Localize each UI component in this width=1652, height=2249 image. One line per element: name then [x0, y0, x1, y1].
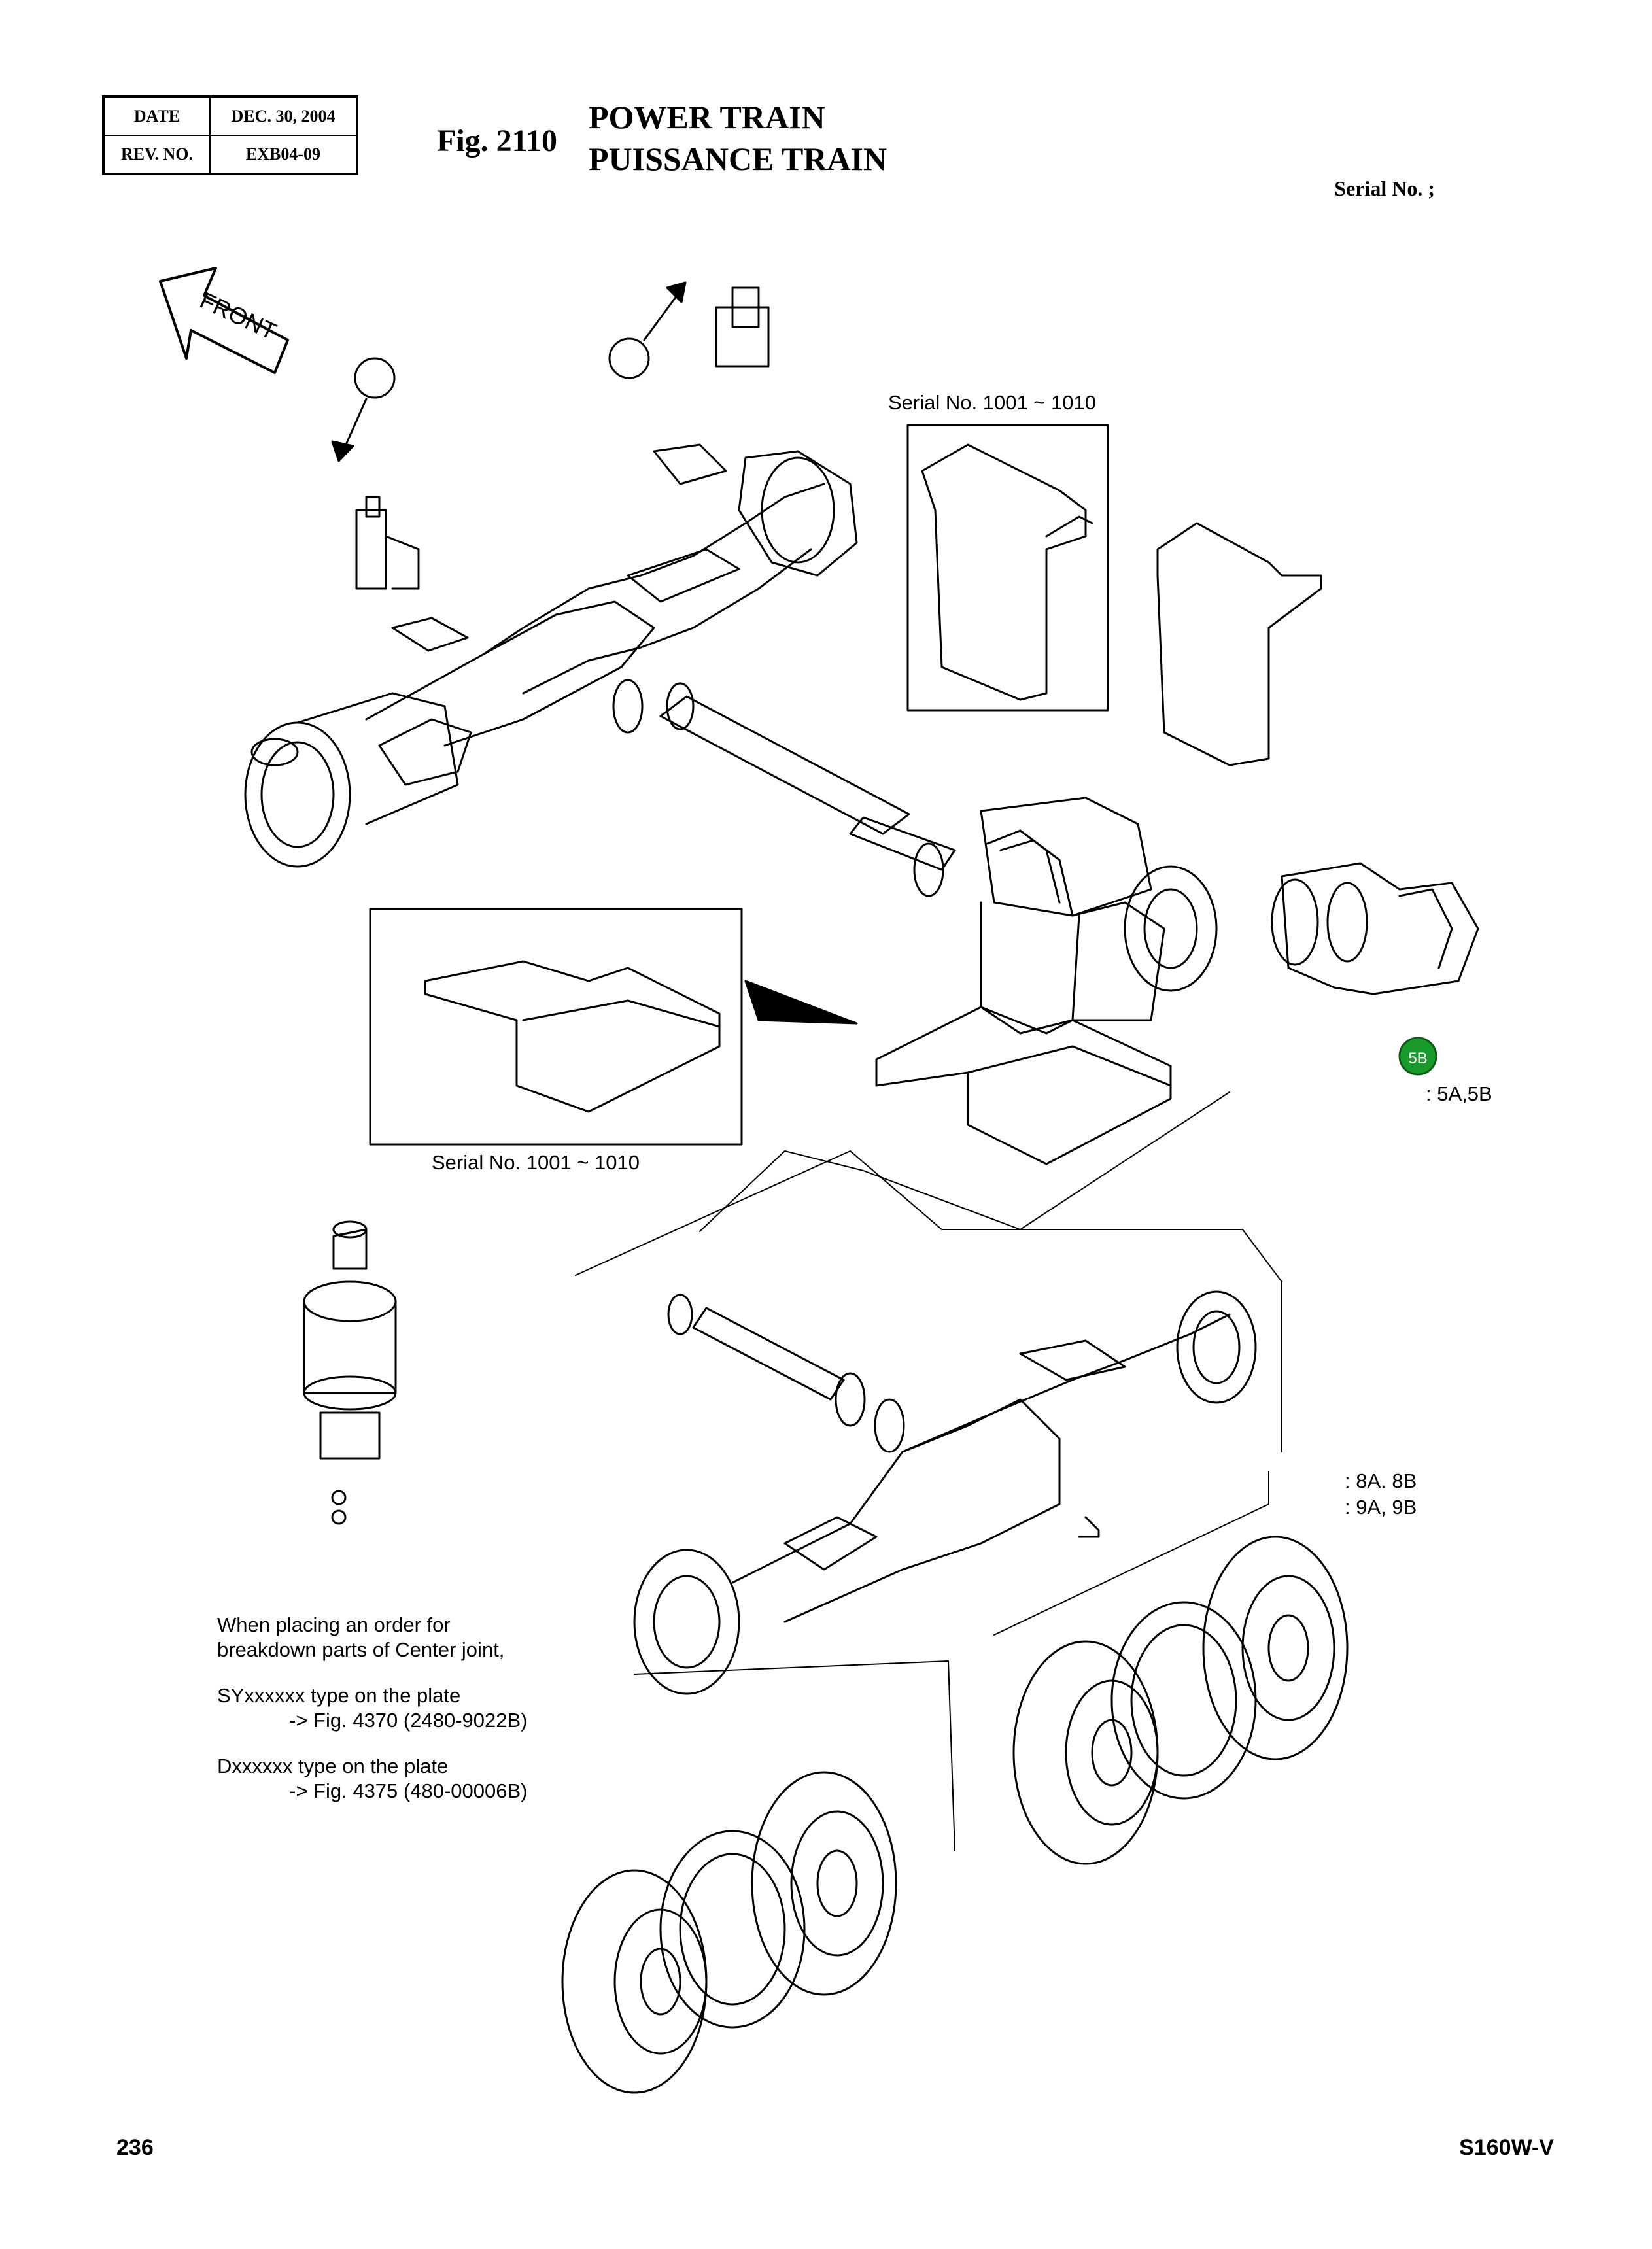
rev-value: EXB04-09 [209, 135, 358, 175]
note-line-5: Dxxxxxx type on the plate [217, 1755, 449, 1777]
date-value: DEC. 30, 2004 [209, 96, 358, 136]
serial-box-left [369, 908, 743, 1146]
badge-label: 5B [1408, 1050, 1427, 1067]
title-french: PUISSANCE TRAIN [589, 141, 887, 177]
wheel-left-rim [659, 1830, 806, 2029]
reference-9a-9b: : 9A, 9B [1345, 1496, 1417, 1519]
note-line-3: SYxxxxxx type on the plate [217, 1684, 461, 1707]
note-line-2: breakdown parts of Center joint, [217, 1638, 505, 1661]
order-note: When placing an order for breakdown part… [217, 1613, 527, 1804]
front-label: FRONT [196, 286, 281, 345]
note-line-1: When placing an order for [217, 1613, 451, 1636]
reference-circle-left [331, 357, 396, 462]
title-english: POWER TRAIN [589, 99, 825, 135]
wheel-left-outer [561, 1869, 708, 2094]
front-arrow-icon: FRONT [159, 267, 289, 374]
figure-number: Fig. 2110 [437, 124, 558, 158]
bracket-side [1156, 522, 1322, 766]
front-drive-shaft [612, 679, 956, 897]
front-axle [244, 286, 858, 868]
reference-5a-5b: : 5A,5B [1426, 1082, 1492, 1105]
leader-wheel-left [634, 1660, 955, 1851]
rear-axle [633, 1290, 1257, 1695]
page-number: 236 [116, 2135, 154, 2160]
guard-plate-box [424, 960, 721, 1113]
note-line-6: -> Fig. 4375 (480-00006B) [289, 1779, 528, 1802]
serial-range-left-box: Serial No. 1001 ~ 1010 [432, 1151, 640, 1174]
hydraulic-motor [1271, 862, 1479, 995]
revision-table: DATE DEC. 30, 2004 REV. NO. EXB04-09 [102, 95, 358, 175]
wheel-right-rim [1110, 1601, 1257, 1800]
rear-drive-shaft [667, 1294, 905, 1453]
guard-plate [875, 1006, 1172, 1165]
model-number: S160W-V [1459, 2135, 1554, 2160]
serial-range-top-box: Serial No. 1001 ~ 1010 [888, 391, 1096, 414]
wheel-right-inner [1202, 1536, 1349, 1760]
rev-label: REV. NO. [103, 135, 211, 175]
date-label: DATE [103, 96, 211, 136]
pointer-arrow-icon [744, 980, 858, 1025]
transmission [980, 797, 1218, 1035]
wheel-right-outer [1012, 1640, 1159, 1865]
leader-wheel-right [993, 1471, 1269, 1636]
reference-circle-right [608, 281, 687, 379]
note-line-4: -> Fig. 4370 (2480-9022B) [289, 1709, 528, 1732]
wheel-left-inner [751, 1771, 897, 1996]
reference-8a-8b: : 8A. 8B [1345, 1469, 1417, 1492]
serial-number-label: Serial No. ; [1334, 177, 1435, 200]
part-badge-5b: 5B [1398, 1037, 1437, 1076]
bracket-top-box [921, 443, 1093, 701]
center-joint [303, 1220, 397, 1525]
leader-lines-upper [699, 1091, 1230, 1232]
leader-lines-lower [575, 1150, 1282, 1452]
serial-box-top [906, 424, 1109, 712]
